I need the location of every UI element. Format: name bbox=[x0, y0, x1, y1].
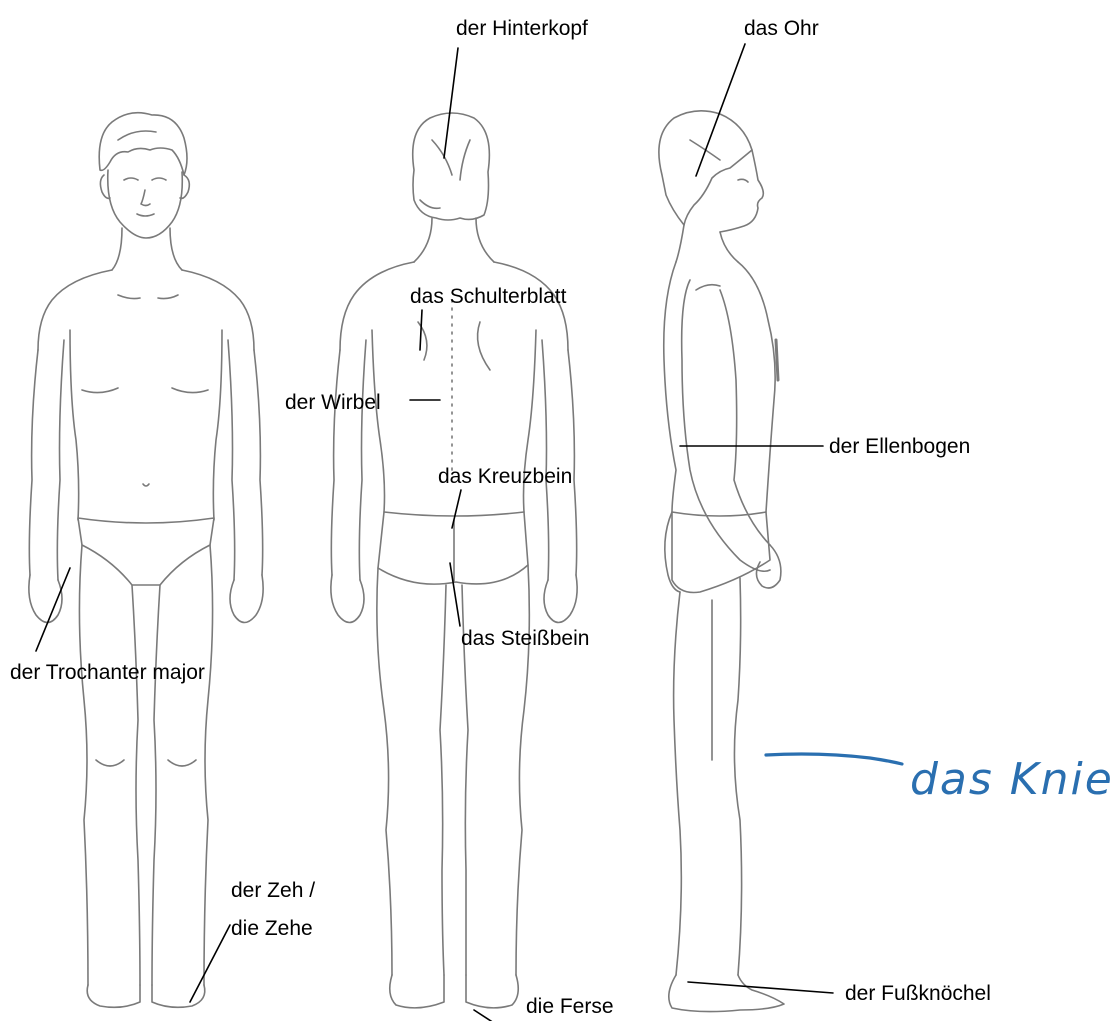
label-zeh-line1: der Zeh / bbox=[231, 880, 315, 901]
label-fussknoechel: der Fußknöchel bbox=[845, 983, 991, 1004]
leader-hinterkopf bbox=[444, 48, 458, 158]
label-ohr: das Ohr bbox=[744, 18, 819, 39]
label-knie-handwritten: das Knie bbox=[910, 758, 1114, 802]
leader-lines bbox=[36, 44, 833, 1021]
leader-steissbein bbox=[450, 563, 460, 626]
knie-leader-stroke bbox=[766, 754, 902, 764]
label-zeh-line2: die Zehe bbox=[231, 918, 313, 939]
label-wirbel: der Wirbel bbox=[285, 392, 381, 413]
label-trochanter: der Trochanter major bbox=[10, 662, 205, 683]
leader-fussknoechel bbox=[688, 982, 833, 993]
label-hinterkopf: der Hinterkopf bbox=[456, 18, 588, 39]
label-steissbein: das Steißbein bbox=[461, 628, 589, 649]
leader-kreuzbein bbox=[452, 490, 461, 528]
side-figure bbox=[659, 111, 784, 1012]
label-ellenbogen: der Ellenbogen bbox=[829, 436, 970, 457]
label-schulterblatt: das Schulterblatt bbox=[410, 286, 566, 307]
leader-schulterblatt bbox=[420, 310, 422, 350]
leader-ohr bbox=[696, 44, 745, 176]
leader-trochanter bbox=[36, 568, 70, 651]
leader-ferse bbox=[474, 1010, 514, 1021]
front-figure bbox=[29, 113, 263, 1008]
leader-zeh bbox=[190, 925, 230, 1002]
back-figure bbox=[331, 113, 577, 1008]
label-kreuzbein: das Kreuzbein bbox=[438, 466, 572, 487]
label-ferse: die Ferse bbox=[526, 996, 614, 1017]
